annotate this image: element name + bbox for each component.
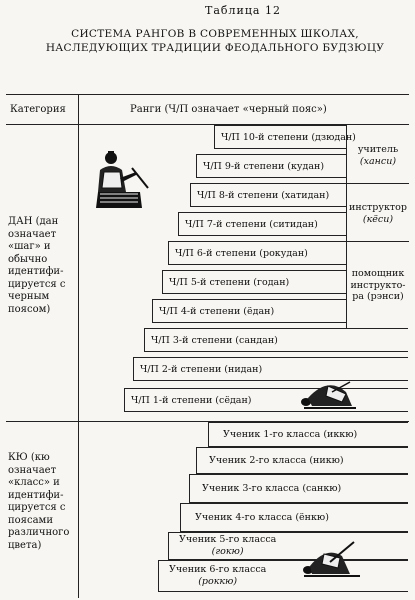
kneeling-student-figure	[300, 538, 362, 580]
title-line: учитель	[357, 144, 399, 155]
title-line: (кёси)	[362, 213, 394, 225]
kyu-rank-step: Ученик 6-го класса(роккю)	[158, 560, 408, 592]
table-title-line-1: СИСТЕМА РАНГОВ В СОВРЕМЕННЫХ ШКОЛАХ,	[71, 28, 359, 40]
kyu-desc-line: «класс» и	[8, 477, 60, 488]
kyu-rank-label: Ученик 2-го класса (никю)	[209, 455, 344, 466]
dan-desc-line: цируется с	[8, 278, 66, 290]
kyu-rank-label: Ученик 4-го класса (ёнкю)	[195, 512, 329, 523]
dan-rank-step: Ч/П 9-й степени (кудан)	[196, 154, 346, 178]
kyu-rank-step: Ученик 1-го класса (иккю)	[208, 422, 408, 447]
kyu-rank-label: Ученик 3-го класса (санкю)	[202, 483, 342, 494]
dan-desc-line: обычно	[8, 253, 48, 265]
dan-desc-line: «шаг» и	[8, 241, 51, 252]
dan-rank-label: Ч/П 8-й степени (хатидан)	[197, 189, 330, 201]
title-instructor: инструктор (кёси)	[347, 202, 409, 225]
kyu-rank-step: Ученик 3-го класса (санкю)	[189, 474, 408, 503]
title-line: ра (рэнси)	[352, 291, 404, 302]
kyu-rank-step: Ученик 5-го класса(гокю)	[168, 532, 408, 560]
table-title-line-2: НАСЛЕДУЮЩИХ ТРАДИЦИИ ФЕОДАЛЬНОГО БУДЗЮЦУ	[45, 42, 385, 54]
dan-rank-step: Ч/П 2-й степени (нидан)	[133, 357, 408, 381]
kyu-desc-line: цируется с	[8, 502, 66, 513]
dan-rank-step: Ч/П 5-й степени (годан)	[162, 270, 346, 294]
kyu-rank-line: Ученик 6-го класса	[169, 564, 267, 575]
table-number: Таблица 12	[205, 4, 281, 17]
kyu-description: КЮ (кю означает «класс» и идентифи- циру…	[8, 452, 76, 552]
bowing-student-figure	[298, 372, 358, 414]
title-line: инструкто-	[350, 279, 406, 291]
dan-desc-line: означает	[8, 228, 57, 240]
dan-rank-step: Ч/П 10-й степени (дзюдан)	[214, 125, 356, 149]
dan-rank-label: Ч/П 3-й степени (сандан)	[151, 334, 278, 346]
kyu-rank-label: Ученик 1-го класса (иккю)	[223, 429, 358, 440]
kyu-desc-line: различного	[8, 527, 70, 538]
dan-rank-label: Ч/П 10-й степени (дзюдан)	[221, 131, 356, 143]
kyu-rank-step: Ученик 2-го класса (никю)	[196, 447, 408, 474]
kyu-rank-step: Ученик 4-го класса (ёнкю)	[180, 503, 408, 532]
kyu-desc-line: КЮ (кю	[8, 452, 50, 463]
kyu-rank-label: Ученик 5-го класса(гокю)	[179, 534, 276, 558]
title-line: (ханси)	[359, 155, 397, 167]
dan-rank-step: Ч/П 1-й степени (сёдан)	[124, 388, 408, 412]
dan-rank-step: Ч/П 6-й степени (рокудан)	[168, 241, 346, 265]
dan-desc-line: идентифи-	[8, 266, 64, 277]
title-line: инструктор	[349, 202, 407, 213]
title-teacher: учитель (ханси)	[347, 144, 409, 167]
dan-rank-label: Ч/П 6-й степени (рокудан)	[175, 247, 308, 259]
dan-description: ДАН (дан означает «шаг» и обычно идентиф…	[8, 216, 76, 316]
seated-master-figure	[92, 148, 152, 220]
kyu-desc-line: цвета)	[8, 539, 42, 551]
kyu-desc-line: означает	[8, 464, 57, 476]
dan-rank-label: Ч/П 5-й степени (годан)	[169, 276, 290, 288]
kyu-rank-line: Ученик 5-го класса	[179, 534, 277, 545]
title-line: помощник	[351, 268, 405, 279]
dan-rank-label: Ч/П 7-й степени (ситидан)	[185, 218, 318, 230]
kyu-desc-line: поясами	[8, 514, 53, 526]
dan-rank-label: Ч/П 9-й степени (кудан)	[203, 160, 325, 172]
dan-rank-step: Ч/П 3-й степени (сандан)	[144, 328, 408, 352]
dan-desc-line: поясом)	[8, 303, 51, 315]
dan-rank-label: Ч/П 2-й степени (нидан)	[140, 363, 263, 375]
dan-desc-line: черным	[8, 291, 50, 302]
dan-rank-label: Ч/П 4-й степени (ёдан)	[159, 305, 275, 317]
kyu-desc-line: идентифи-	[8, 489, 64, 501]
dan-rank-step: Ч/П 7-й степени (ситидан)	[178, 212, 346, 236]
dan-rank-label: Ч/П 1-й степени (сёдан)	[131, 394, 252, 406]
dan-rank-step: Ч/П 8-й степени (хатидан)	[190, 183, 346, 207]
kyu-rank-label: Ученик 6-го класса(роккю)	[169, 564, 266, 588]
dan-rank-step: Ч/П 4-й степени (ёдан)	[152, 299, 346, 323]
header-ranks: Ранги (Ч/П означает «черный пояс»)	[130, 104, 327, 115]
kyu-rank-line: (гокю)	[211, 546, 244, 557]
header-category: Категория	[10, 104, 66, 115]
title-assistant: помощник инструкто- ра (рэнси)	[347, 268, 409, 303]
kyu-rank-line: (роккю)	[198, 576, 238, 587]
dan-desc-line: ДАН (дан	[8, 216, 59, 227]
